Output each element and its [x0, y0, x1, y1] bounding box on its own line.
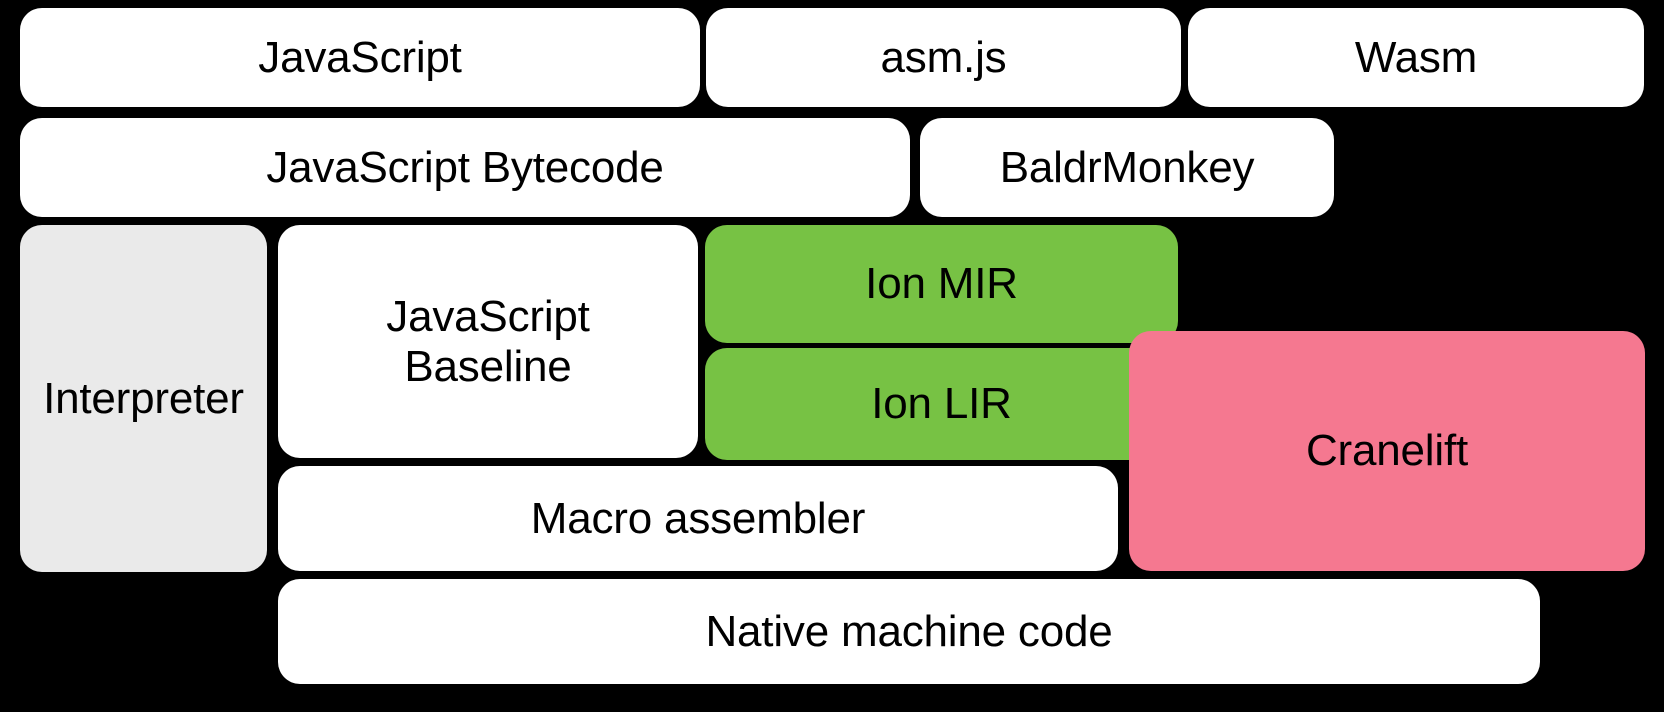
- node-label-native-machine-code: Native machine code: [705, 606, 1113, 656]
- node-asm-js[interactable]: asm.js: [706, 8, 1181, 107]
- node-macro-assembler[interactable]: Macro assembler: [278, 466, 1118, 571]
- node-label-asm-js: asm.js: [880, 32, 1007, 82]
- node-javascript[interactable]: JavaScript: [20, 8, 700, 107]
- node-label-ion-lir: Ion LIR: [871, 379, 1012, 429]
- node-native-machine-code[interactable]: Native machine code: [278, 579, 1540, 684]
- node-interpreter[interactable]: Interpreter: [20, 225, 267, 572]
- node-label-macro-assembler: Macro assembler: [530, 493, 866, 543]
- node-wasm[interactable]: Wasm: [1188, 8, 1644, 107]
- node-ion-mir[interactable]: Ion MIR: [705, 225, 1178, 343]
- node-label-ion-mir: Ion MIR: [865, 259, 1018, 309]
- node-label-cranelift: Cranelift: [1305, 426, 1469, 476]
- node-label-interpreter: Interpreter: [43, 373, 244, 423]
- node-label-javascript-baseline: JavaScript Baseline: [386, 292, 590, 391]
- node-cranelift[interactable]: Cranelift: [1129, 331, 1645, 571]
- node-label-javascript-bytecode: JavaScript Bytecode: [266, 142, 664, 192]
- node-javascript-baseline[interactable]: JavaScript Baseline: [278, 225, 698, 458]
- node-baldrmonkey[interactable]: BaldrMonkey: [920, 118, 1334, 217]
- node-label-wasm: Wasm: [1354, 32, 1478, 82]
- node-label-javascript: JavaScript: [258, 32, 462, 82]
- node-javascript-bytecode[interactable]: JavaScript Bytecode: [20, 118, 910, 217]
- node-ion-lir[interactable]: Ion LIR: [705, 348, 1178, 460]
- node-label-baldrmonkey: BaldrMonkey: [999, 142, 1255, 192]
